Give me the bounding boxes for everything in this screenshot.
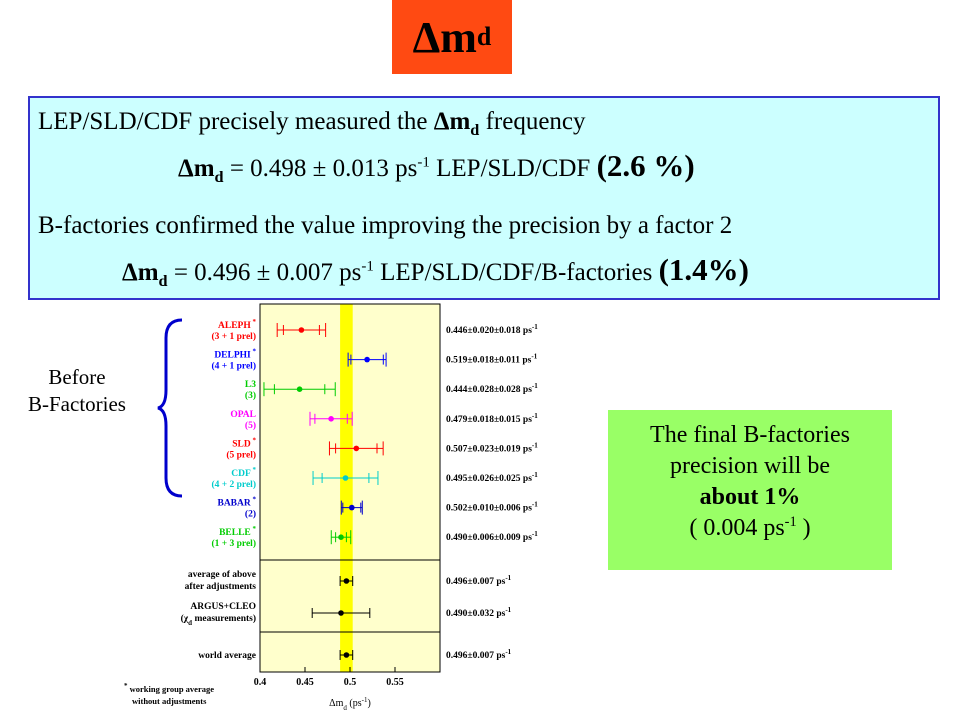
value-label-1: 0.519±0.018±0.011 ps-1 [446,353,538,366]
info-line-2-delta: Δ [178,155,194,182]
info-line-1-sub: d [470,121,480,139]
final-line-2: precision will be [670,453,830,479]
info-line-4-value: = 0.496 ± 0.007 ps [167,259,362,286]
title-delta: Δ [412,12,441,62]
data-point-3 [328,416,334,422]
data-point-1 [364,356,370,363]
info-line-2-sup: -1 [417,154,430,171]
experiment-sub-0: (3 + 1 prel) [211,331,256,342]
curly-brace-icon [157,318,183,498]
experiment-name-4: SLD * [232,436,256,449]
combined-name-0: average of above [188,570,256,580]
value-label-2: 0.444±0.028±0.028 ps-1 [446,382,538,395]
info-line-4-delta: Δ [122,259,138,286]
combined-value-label-1: 0.490±0.032 ps-1 [446,606,512,619]
value-label-4: 0.507±0.023±0.019 ps-1 [446,441,538,454]
final-line-3: about 1% [699,484,801,510]
value-label-0: 0.446±0.020±0.018 ps-1 [446,323,538,336]
experiment-name-2: L3 [245,380,256,390]
experiment-name-3: OPAL [230,410,256,420]
data-point-5 [342,475,349,481]
before-b-factories-label: Before B-Factories [10,364,144,418]
info-line-1-text: LEP/SLD/CDF precisely measured the [38,108,434,135]
delta-md-chart: ALEPH *(3 + 1 prel) 0.446±0.020±0.018 ps-… [124,303,538,712]
combined-sub-0: after adjustments [185,582,257,592]
before-label-line-2: B-Factories [28,392,126,416]
data-point-0 [298,327,305,333]
final-line-4-post: ) [796,515,811,541]
final-line-4-sup: -1 [784,514,797,530]
experiment-sub-1: (4 + 1 prel) [211,361,256,372]
data-point-2 [296,386,303,392]
experiment-name-0: ALEPH * [218,318,256,331]
info-line-2-value: = 0.498 ± 0.013 ps [223,155,418,182]
x-tick-label-1: 0.45 [296,677,314,688]
combined-value-label-2: 0.496±0.007 ps-1 [446,648,512,661]
world-average-band [340,304,353,672]
info-line-4-m: m [137,259,159,286]
value-label-6: 0.502±0.010±0.006 ps-1 [446,501,538,514]
experiment-name-7: BELLE * [219,525,256,538]
data-point-c2 [343,652,350,658]
x-tick-label-0: 0.4 [254,677,267,688]
info-line-1-m: m [449,108,471,135]
x-axis-label: Δmd (ps-1) [329,696,371,712]
info-line-4-sub: d [158,272,168,290]
info-line-1-delta: Δ [433,108,450,135]
x-tick-label-3: 0.55 [386,677,404,688]
combined-name-1: ARGUS+CLEO [190,602,256,612]
info-box: LEP/SLD/CDF precisely measured the Δmd f… [28,96,940,300]
data-point-c0 [343,578,350,584]
chart-marks: ALEPH *(3 + 1 prel) 0.446±0.020±0.018 ps-… [124,318,538,712]
experiment-name-1: DELPHI * [214,348,256,361]
info-line-4: Δmd = 0.496 ± 0.007 ps-1 LEP/SLD/CDF/B-f… [122,252,749,290]
info-line-3: B-factories confirmed the value improvin… [38,212,733,239]
combined-sub-1: (χd measurements) [181,613,256,627]
footnote-line-1: * working group average [124,682,214,694]
data-point-4 [353,445,360,452]
combined-name-2: world average [198,651,256,661]
experiment-sub-2: (3) [245,390,256,401]
experiment-sub-3: (5) [245,420,256,431]
info-line-4-sup: -1 [361,258,374,275]
data-point-6 [349,504,355,511]
experiment-sub-6: (2) [245,509,256,520]
info-line-2-sub: d [214,168,224,186]
info-line-2: Δmd = 0.498 ± 0.013 ps-1 LEP/SLD/CDF (2.… [178,148,695,186]
final-line-4-pre: ( 0.004 ps [689,515,785,541]
experiment-sub-5: (4 + 2 prel) [211,479,256,490]
experiment-name-5: CDF * [231,466,256,479]
info-line-1-tail: frequency [479,108,586,135]
before-label-line-1: Before [48,365,106,389]
chart-background [259,303,441,673]
info-line-4-precision: (1.4%) [658,252,749,287]
info-line-2-precision: (2.6 %) [596,148,695,183]
data-point-c1 [338,610,344,616]
value-label-5: 0.495±0.026±0.025 ps-1 [446,471,538,484]
combined-value-label-0: 0.496±0.007 ps-1 [446,574,512,587]
value-label-3: 0.479±0.018±0.015 ps-1 [446,412,538,425]
title-m: m [440,12,477,62]
info-line-4-label: LEP/SLD/CDF/B-factories [373,259,659,286]
footnote-line-2: without adjustments [132,696,207,706]
info-line-2-label: LEP/SLD/CDF [429,155,597,182]
info-line-1: LEP/SLD/CDF precisely measured the Δmd f… [38,108,586,139]
final-line-4: ( 0.004 ps-1 ) [608,513,892,544]
experiment-name-6: BABAR * [217,496,256,509]
data-point-7 [338,534,344,540]
final-precision-box: The final B-factories precision will be … [608,410,892,570]
final-line-1: The final B-factories [650,422,850,448]
experiment-sub-7: (1 + 3 prel) [211,538,256,549]
value-label-7: 0.490±0.006±0.009 ps-1 [446,530,538,543]
info-line-2-m: m [193,155,215,182]
x-tick-label-2: 0.5 [344,677,357,688]
experiment-sub-4: (5 prel) [226,449,256,460]
